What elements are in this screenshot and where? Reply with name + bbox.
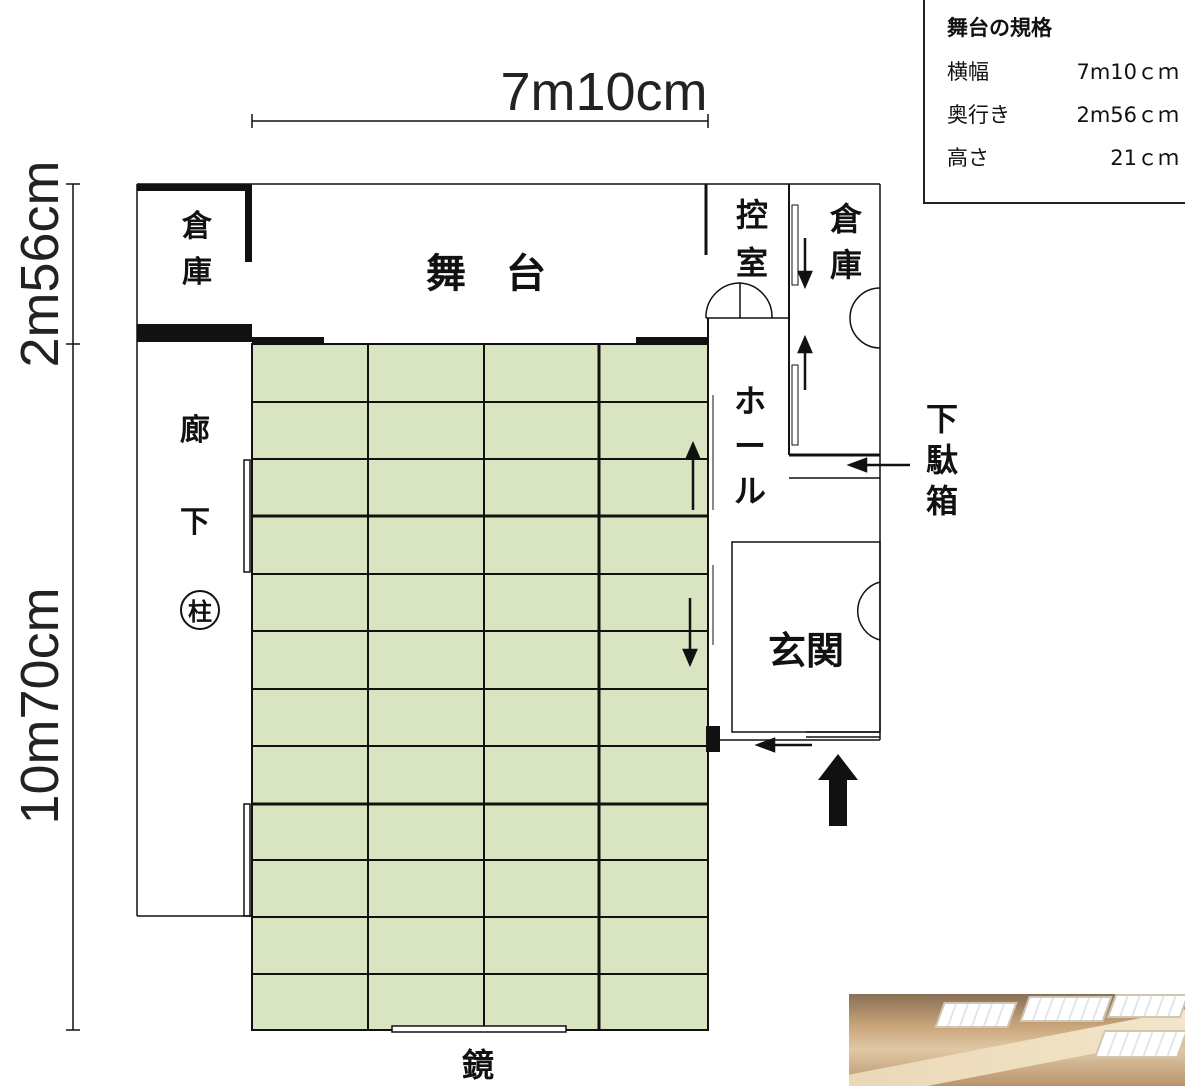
hall-depth-dimension: 10m70cm bbox=[10, 587, 70, 824]
storage-right-label: 倉庫 bbox=[829, 200, 863, 284]
storage-left-label: 倉庫 bbox=[181, 209, 213, 290]
spec-value: 7m10ｃｍ bbox=[1076, 60, 1179, 84]
stage-spec-box: 舞台の規格 横幅 7m10ｃｍ 奥行き 2m56ｃｍ 高さ 21ｃｍ bbox=[923, 0, 1185, 204]
tatami-area bbox=[251, 343, 709, 1031]
spec-key: 横幅 bbox=[947, 60, 989, 84]
stage-label: 舞 台 bbox=[426, 251, 546, 297]
arrow-down-hall-icon bbox=[682, 598, 698, 668]
stage-ceiling-photo bbox=[849, 994, 1185, 1086]
waiting-room-label: 控室 bbox=[736, 196, 768, 282]
label-char: 倉 bbox=[181, 209, 213, 244]
flow-arrows bbox=[682, 238, 910, 826]
walls bbox=[136, 183, 881, 1033]
corridor-label: 廊下 bbox=[180, 413, 210, 540]
label-char: 控 bbox=[736, 196, 768, 234]
ceiling-light bbox=[1019, 996, 1113, 1022]
mirror-label: 鏡 bbox=[462, 1046, 494, 1084]
arrow-up-storage-icon bbox=[797, 334, 813, 390]
hall-label: ホール bbox=[734, 382, 766, 510]
label-char: 庫 bbox=[182, 255, 212, 290]
label-char: 箱 bbox=[926, 482, 958, 520]
label-char: ル bbox=[734, 472, 766, 510]
label-char: 庫 bbox=[830, 246, 862, 284]
spec-row: 横幅 7m10ｃｍ bbox=[947, 56, 1185, 99]
arrow-left-entrance-icon bbox=[754, 737, 812, 753]
label-char: 倉 bbox=[829, 200, 863, 238]
shoe-box-label: 下駄箱 bbox=[926, 400, 958, 520]
label-char: 下 bbox=[180, 505, 210, 540]
label-char: 廊 bbox=[180, 413, 210, 448]
pillar-mark bbox=[180, 590, 220, 630]
ceiling-light bbox=[934, 1002, 1018, 1028]
arrow-left-shoebox-icon bbox=[846, 457, 910, 473]
door-swings bbox=[705, 282, 881, 641]
arrow-entry-icon bbox=[818, 754, 858, 826]
spec-key: 奥行き bbox=[947, 103, 1010, 127]
arrow-down-storage-icon bbox=[797, 238, 813, 290]
ceiling-light bbox=[1093, 1030, 1185, 1058]
entrance-label: 玄関 bbox=[768, 629, 844, 673]
spec-value: 2m56ｃｍ bbox=[1076, 103, 1179, 127]
spec-value: 21ｃｍ bbox=[1110, 146, 1179, 170]
spec-row: 奥行き 2m56ｃｍ bbox=[947, 99, 1185, 142]
label-char: 室 bbox=[736, 244, 768, 282]
arrow-up-hall-icon bbox=[685, 440, 701, 510]
pillar-label: 柱 bbox=[188, 598, 212, 626]
ceiling-light bbox=[1106, 994, 1185, 1018]
label-char: ー bbox=[734, 427, 766, 465]
label-char: ホ bbox=[734, 382, 766, 420]
spec-title: 舞台の規格 bbox=[947, 16, 1052, 40]
label-char: 下 bbox=[926, 400, 958, 438]
dimension-lines bbox=[66, 114, 709, 1031]
spec-key: 高さ bbox=[947, 146, 989, 170]
stage-depth-dimension: 2m56cm bbox=[10, 160, 70, 367]
label-char: 駄 bbox=[926, 441, 958, 479]
width-dimension: 7m10cm bbox=[500, 62, 707, 122]
spec-row: 高さ 21ｃｍ bbox=[947, 142, 1185, 185]
